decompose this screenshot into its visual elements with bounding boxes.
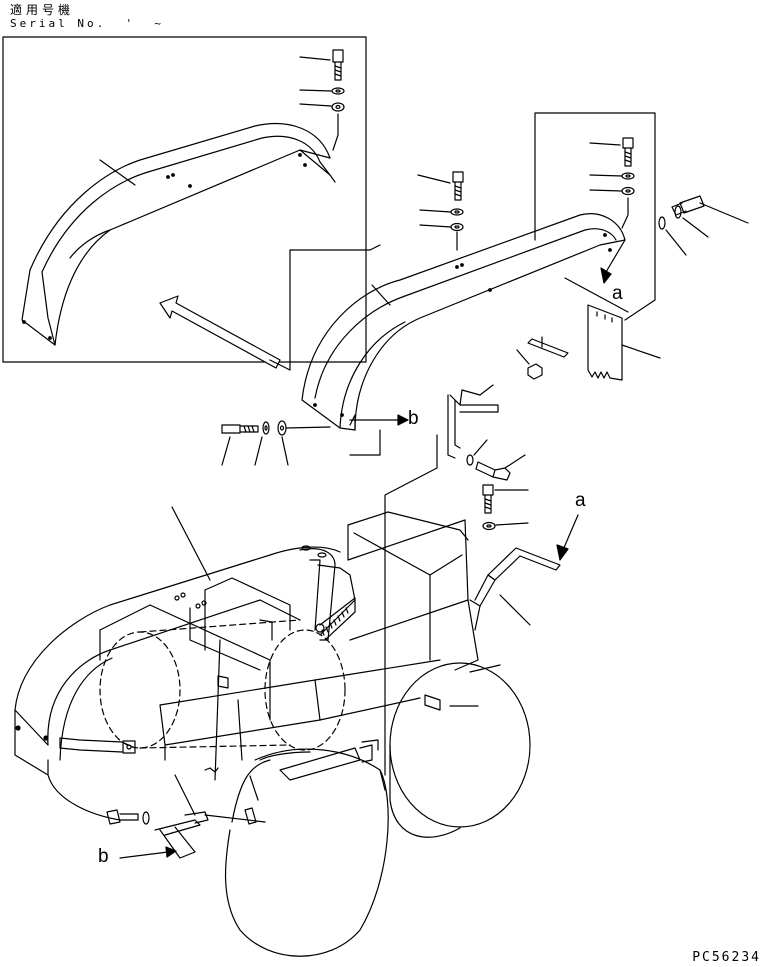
callout-b-upper: b xyxy=(408,408,419,429)
inset-view-fender xyxy=(2,36,367,363)
lower-machine-view xyxy=(14,506,579,957)
callout-a-lower: a xyxy=(575,490,586,511)
view-direction-arrow xyxy=(159,295,281,369)
drawing-code: PC56234 xyxy=(692,950,761,965)
upper-fender-assembly xyxy=(221,112,749,776)
applicable-serial-title: 適用号機 xyxy=(10,3,75,17)
callout-b-lower: b xyxy=(98,846,109,867)
callout-a-upper: a xyxy=(612,283,623,304)
serial-number-label: Serial No. ' ~ xyxy=(10,17,164,30)
